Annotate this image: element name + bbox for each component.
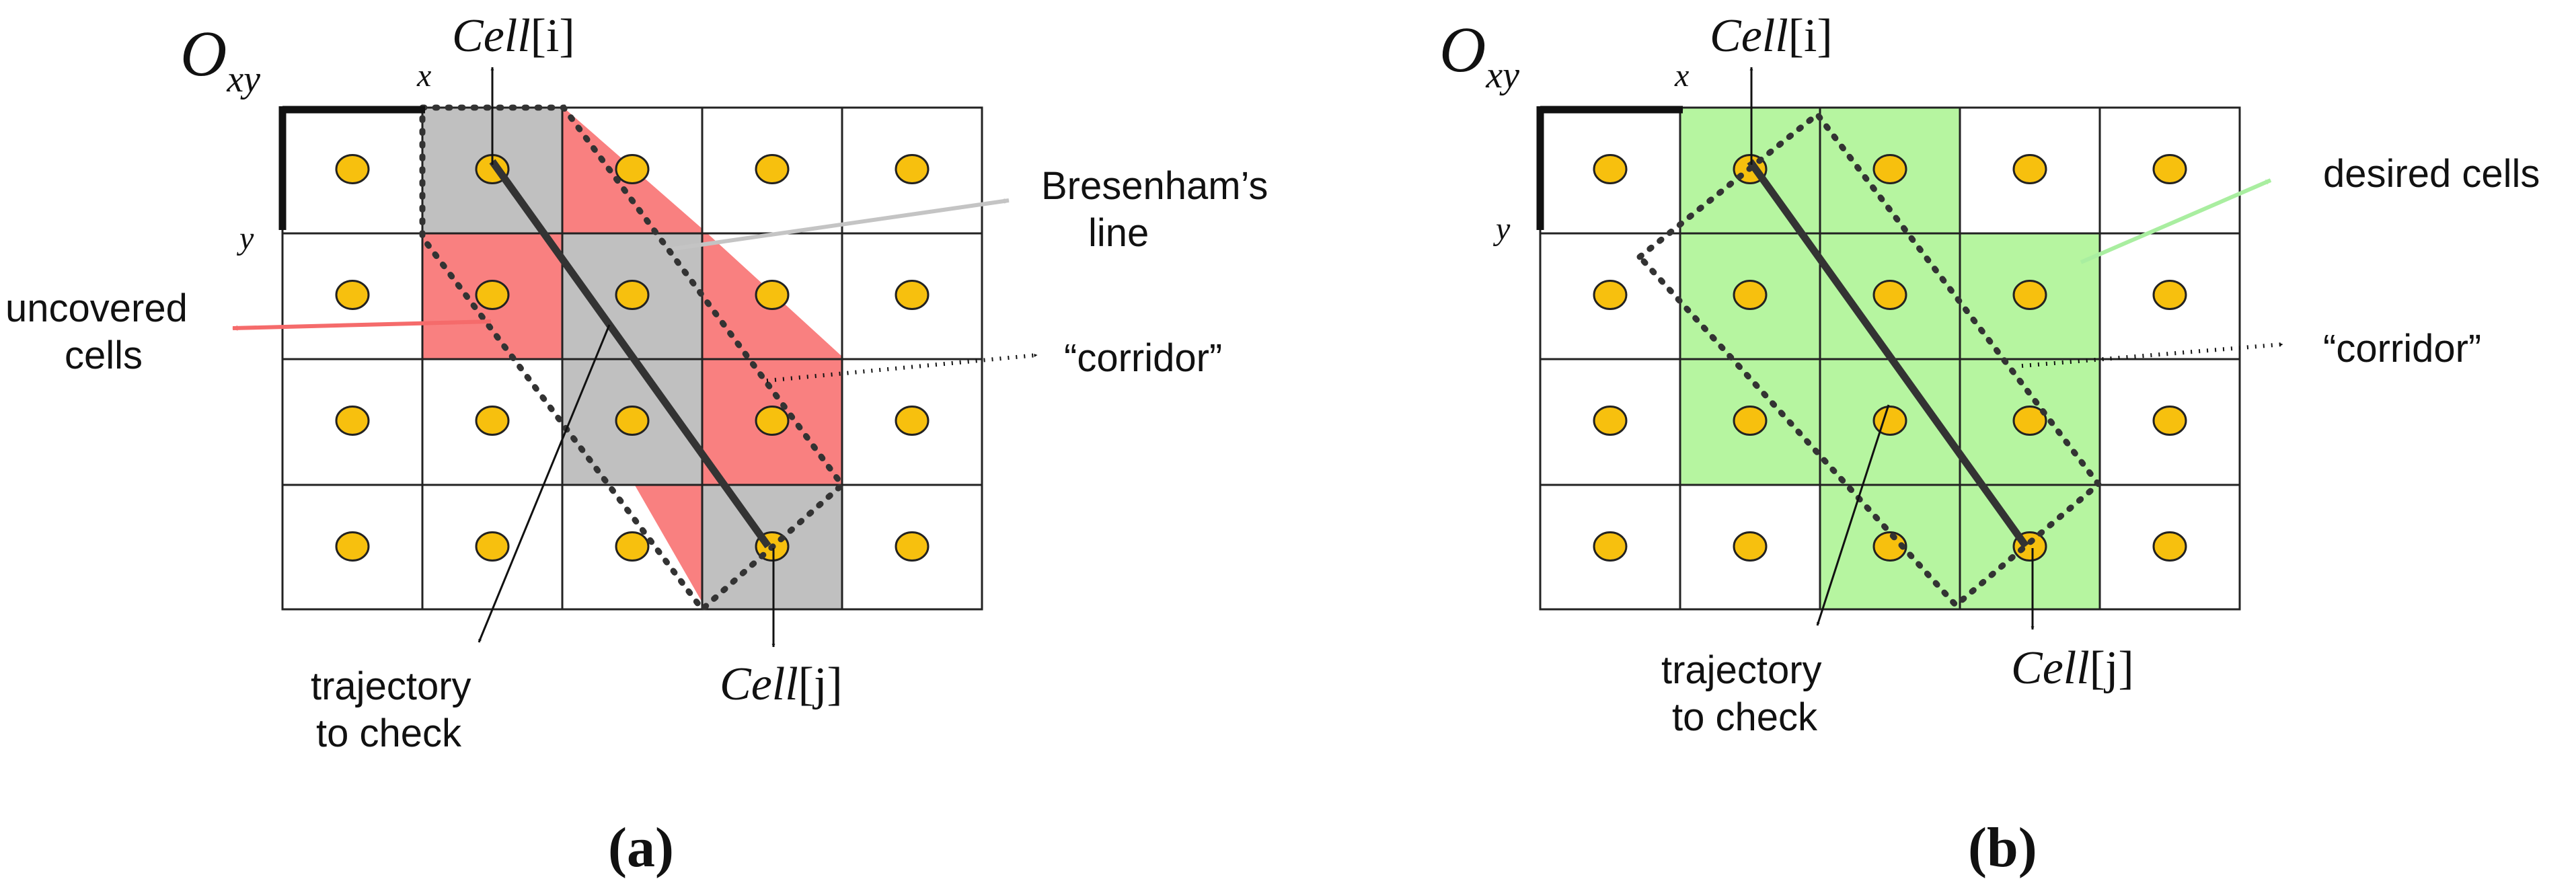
cell-center-dot xyxy=(895,280,930,310)
trajectory-label-2: to check xyxy=(1672,695,1818,739)
trajectory-pointer xyxy=(1816,404,1890,626)
cell-center-dot xyxy=(2152,406,2187,436)
corridor-outline xyxy=(1635,110,2103,610)
cell-center-dot xyxy=(2152,531,2187,562)
cell-center-dot xyxy=(895,531,930,562)
axis-y-label: y xyxy=(236,221,254,256)
cell-center-dot xyxy=(1733,406,1768,436)
panel-b-label: (b) xyxy=(1968,816,2037,879)
bresenham-label-2: line xyxy=(1088,211,1149,255)
axis-x-label: x xyxy=(1674,58,1689,93)
desired-arrow xyxy=(2080,178,2272,264)
cell-center-dot xyxy=(1872,531,1907,562)
cell-center-dot xyxy=(615,531,650,562)
cell-center-dot xyxy=(2012,406,2047,436)
cell-j-label: Cell[j] xyxy=(2011,642,2134,694)
cell-i-label: Cell[i] xyxy=(452,10,575,62)
uncovered-label: uncovered xyxy=(5,286,188,330)
cell-center-dot xyxy=(1733,531,1768,562)
corridor-label: “corridor” xyxy=(2323,327,2481,371)
corridor-label: “corridor” xyxy=(1064,336,1222,380)
bresenham-arrow xyxy=(672,198,1010,251)
cell-center-dot xyxy=(755,280,790,310)
uncovered-arrow xyxy=(232,319,492,331)
bresenham-label: Bresenham’s xyxy=(1041,164,1268,208)
cell-center-dot xyxy=(475,531,510,562)
axis-x-label: x xyxy=(416,58,431,93)
cell-center-dot xyxy=(895,406,930,436)
trajectory-label: trajectory xyxy=(1661,648,1822,692)
panel-a-label: (a) xyxy=(608,816,674,879)
trajectory-arrow xyxy=(1747,159,2029,549)
panel-b xyxy=(1539,106,2241,611)
cell-center-dot xyxy=(335,154,370,184)
cell-center-dot xyxy=(755,406,790,436)
panel-a xyxy=(281,104,983,614)
cell-center-dot xyxy=(895,154,930,184)
cell-center-dot xyxy=(1872,154,1907,184)
cell-center-dot xyxy=(1593,154,1628,184)
origin-label: Oxy xyxy=(180,17,260,100)
cell-center-dot xyxy=(335,406,370,436)
origin-label: Oxy xyxy=(1439,13,1519,96)
cell-center-dot xyxy=(1872,280,1907,310)
cell-center-dot xyxy=(335,280,370,310)
cell-centers xyxy=(1593,154,2187,562)
cell-center-dot xyxy=(615,280,650,310)
cell-center-dot xyxy=(1593,280,1628,310)
cell-center-dot xyxy=(615,406,650,436)
cell-center-dot xyxy=(1733,280,1768,310)
cell-center-dot xyxy=(2152,280,2187,310)
axis-y-label: y xyxy=(1492,211,1511,247)
cell-center-dot xyxy=(615,154,650,184)
cell-center-dot xyxy=(2012,154,2047,184)
desired-label: desired cells xyxy=(2323,152,2540,196)
cell-center-dot xyxy=(2012,280,2047,310)
cell-center-dot xyxy=(1872,406,1907,436)
cell-center-dot xyxy=(475,280,510,310)
trajectory-pointer xyxy=(478,324,611,643)
cell-center-dot xyxy=(1593,531,1628,562)
uncovered-label-2: cells xyxy=(65,334,143,377)
cell-center-dot xyxy=(755,154,790,184)
corridor-arrow xyxy=(766,353,1038,383)
cell-center-dot xyxy=(2152,154,2187,184)
trajectory-label-2: to check xyxy=(316,712,462,755)
cell-center-dot xyxy=(1593,406,1628,436)
corridor-outline xyxy=(419,104,847,614)
cell-centers xyxy=(335,154,930,562)
trajectory-arrow xyxy=(489,159,771,549)
cell-j-label: Cell[j] xyxy=(720,658,843,710)
cell-center-dot xyxy=(475,406,510,436)
cell-center-dot xyxy=(335,531,370,562)
trajectory-label: trajectory xyxy=(311,664,471,708)
corridor-arrow xyxy=(2021,342,2283,368)
cell-i-label: Cell[i] xyxy=(1710,10,1833,62)
